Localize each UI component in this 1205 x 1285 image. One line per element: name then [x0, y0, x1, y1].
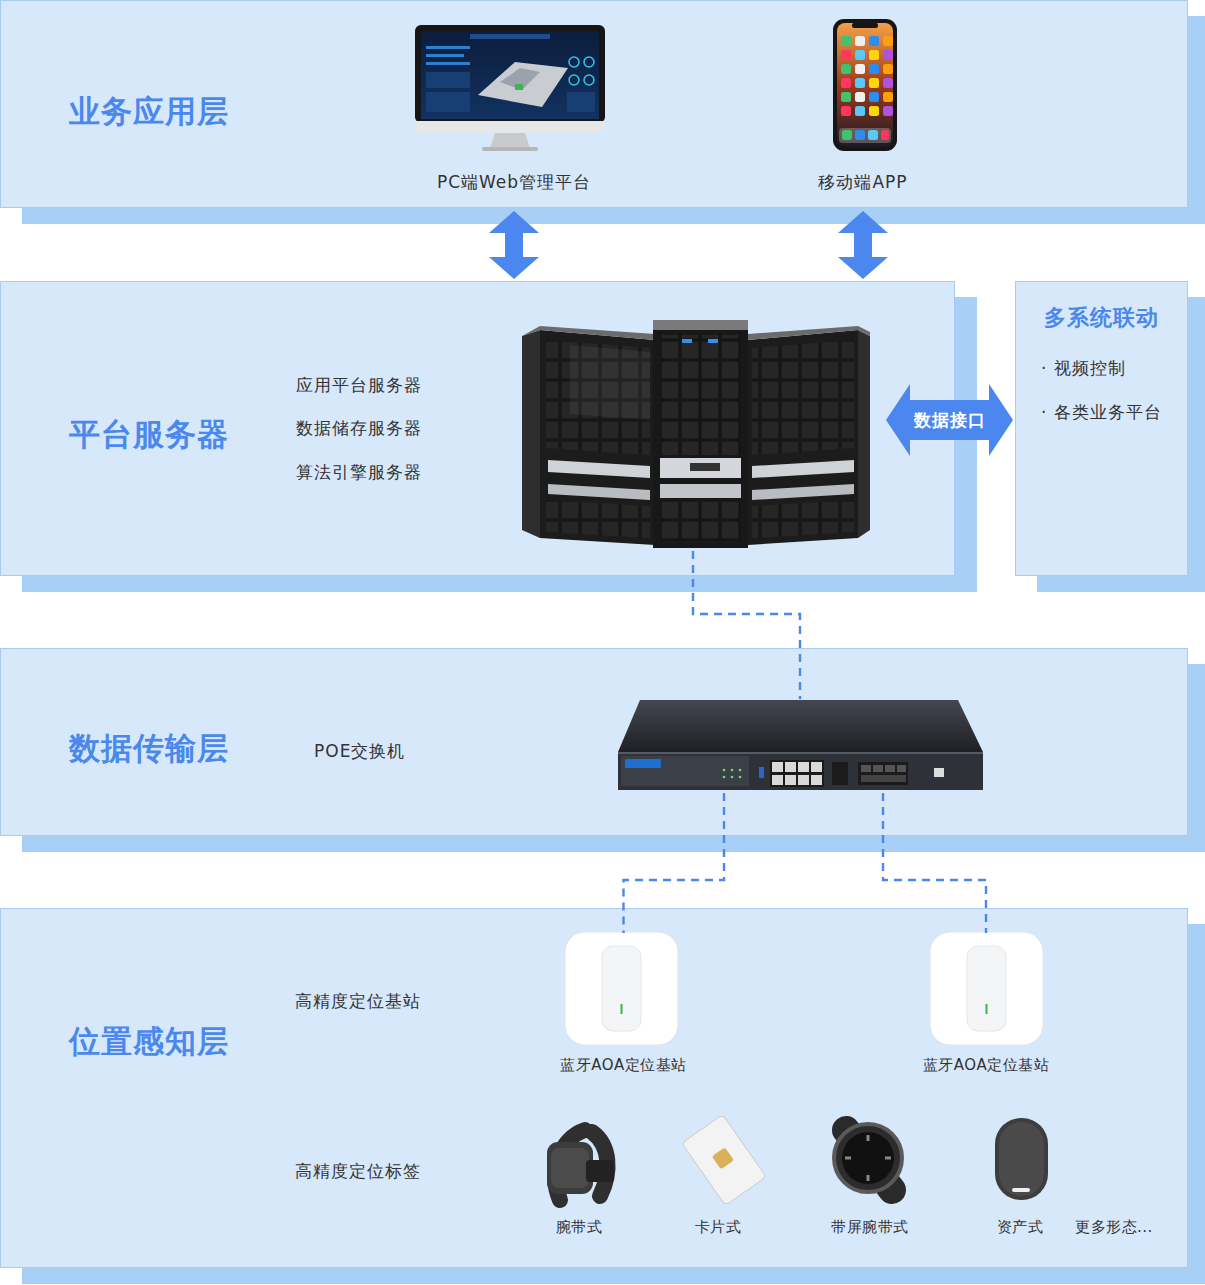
server-group: 应用平台服务器数据储存服务器算法引擎服务器 — [286, 319, 881, 551]
interface-arrow — [886, 384, 1013, 456]
row-label: 高精度定位基站 — [295, 990, 421, 1013]
text-holder: 业务应用层 — [69, 90, 229, 132]
base-station: 蓝牙AOA定位基站 — [906, 933, 1066, 1078]
text-holder: 数据储存服务器 — [296, 417, 422, 440]
card-tag-picture — [682, 1115, 767, 1206]
text-holder: 更多形态... — [1075, 1217, 1153, 1237]
row-label: 更多形态... — [1075, 1217, 1153, 1237]
layer-band: 位置感知层蓝牙AOA定位基站 蓝牙AOA定位基站 — [0, 908, 1188, 1268]
text-holder: 带屏腕带式 — [720, 1217, 1020, 1237]
text-holder: 应用平台服务器 — [296, 374, 422, 397]
text-holder: 高精度定位基站 — [295, 990, 421, 1013]
terminal-caption: PC端Web管理平台 — [437, 171, 591, 194]
dashed-link — [883, 793, 986, 933]
monitor-picture — [415, 25, 605, 151]
row-label: 高精度定位标签 — [295, 1160, 421, 1183]
server-rack-picture — [522, 320, 870, 548]
dashed-link — [624, 793, 725, 933]
row-label: 卡片式 — [695, 1217, 742, 1237]
text-holder: 平台服务器 — [69, 413, 229, 455]
text-holder: 多系统联动 — [1016, 303, 1187, 333]
poe-switch-picture — [618, 700, 983, 790]
layer-title: 数据传输层 — [69, 727, 229, 769]
double-arrow — [489, 211, 539, 279]
dashed-link — [693, 551, 800, 699]
wristband-tag-picture — [547, 1130, 614, 1200]
switch-group: POE交换机 — [306, 699, 986, 793]
terminal-caption: 移动端APP — [818, 171, 907, 194]
text-holder: 算法引擎服务器 — [296, 461, 422, 484]
layer-title: 平台服务器 — [69, 413, 229, 455]
layer-band: 数据传输层 POE交换机 — [0, 648, 1188, 836]
app-terminal: PC端Web管理平台 — [404, 19, 624, 209]
bullet-item: · 视频控制 — [1041, 357, 1126, 380]
text-holder: 腕带式 — [429, 1217, 729, 1237]
layer-title: 位置感知层 — [69, 1020, 229, 1062]
text-holder: 移动端APP — [793, 171, 933, 194]
linkage-box: 多系统联动 · 视频控制 · 各类业务平台 — [1015, 281, 1188, 576]
asset-tag-picture — [995, 1118, 1048, 1200]
server-name: 数据储存服务器 — [296, 417, 422, 440]
text-holder: 蓝牙AOA定位基站 — [906, 1055, 1066, 1075]
text-holder: 数据传输层 — [69, 727, 229, 769]
box-title: 多系统联动 — [1044, 303, 1159, 333]
text-holder: 位置感知层 — [69, 1020, 229, 1062]
layer-title: 业务应用层 — [69, 90, 229, 132]
text-holder: 卡片式 — [568, 1217, 868, 1237]
base-station: 蓝牙AOA定位基站 — [541, 933, 706, 1078]
station-caption: 蓝牙AOA定位基站 — [923, 1055, 1049, 1075]
text-holder: POE交换机 — [314, 740, 405, 763]
bullet-item: · 各类业务平台 — [1041, 401, 1162, 424]
phone-picture — [833, 19, 897, 151]
server-name: 算法引擎服务器 — [296, 461, 422, 484]
base-station-picture — [565, 932, 1043, 1045]
row-label: 腕带式 — [556, 1217, 603, 1237]
text-holder: · 各类业务平台 — [1041, 401, 1162, 424]
text-holder: PC端Web管理平台 — [404, 171, 624, 194]
row-label: 带屏腕带式 — [831, 1217, 909, 1237]
row-label: 资产式 — [997, 1217, 1044, 1237]
app-terminal: 移动端APP — [793, 19, 933, 209]
double-arrow — [838, 211, 888, 279]
layer-band: 平台服务器 应用平台服务器数据储存服务器算法引擎服务器 — [0, 281, 955, 576]
edge-label: 数据接口 — [914, 409, 986, 432]
text-holder: 蓝牙AOA定位基站 — [541, 1055, 706, 1075]
text-holder: · 视频控制 — [1041, 357, 1126, 380]
text-holder: 高精度定位标签 — [295, 1160, 421, 1183]
server-name: 应用平台服务器 — [296, 374, 422, 397]
layer-band: 业务应用层 PC端Web管理平台 移动端APP — [0, 0, 1188, 208]
station-caption: 蓝牙AOA定位基站 — [560, 1055, 686, 1075]
watch-tag-picture — [834, 1124, 902, 1192]
device-name: POE交换机 — [314, 740, 405, 763]
